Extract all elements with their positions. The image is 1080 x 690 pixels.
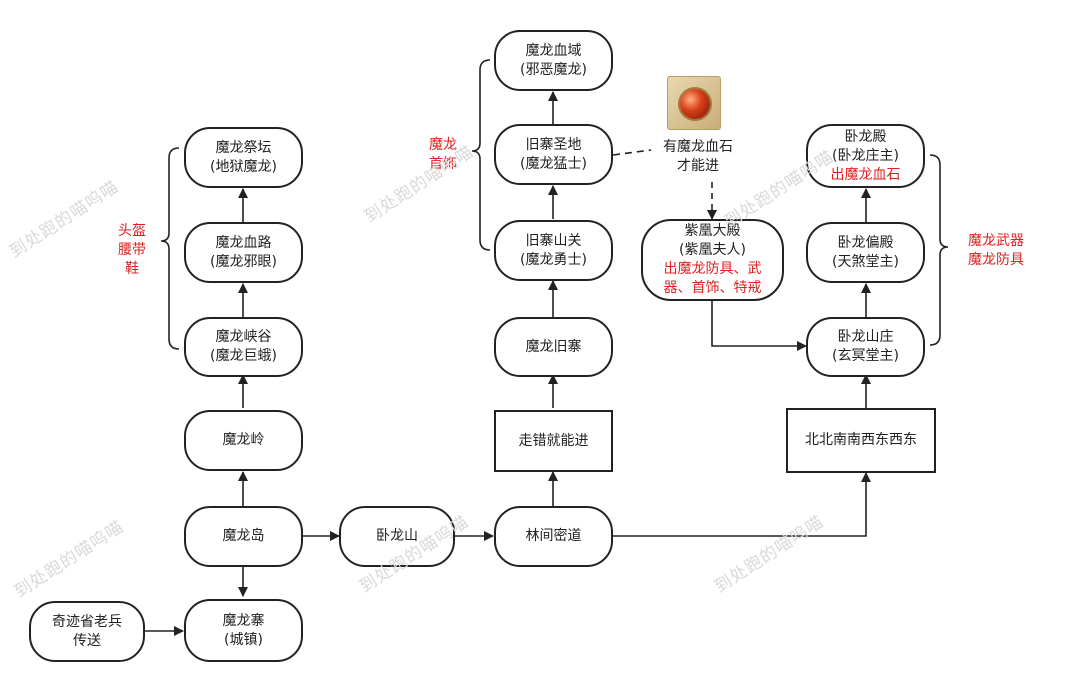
label-line: 鞋	[125, 261, 139, 277]
node-wolongdian: 卧龙殿 (卧龙庄主) 出魔龙血石	[806, 124, 925, 188]
node-molongxueyu: 魔龙血域 (邪恶魔龙)	[494, 30, 613, 91]
label-middle-group: 魔龙 首饰	[421, 136, 465, 174]
node-text: (魔龙邪眼)	[210, 253, 277, 270]
node-text: 奇迹省老兵	[52, 613, 122, 630]
node-text: 魔龙寨	[222, 612, 265, 629]
node-molongjitan: 魔龙祭坛 (地狱魔龙)	[184, 127, 303, 188]
brace-middle	[471, 59, 491, 251]
node-molongjiuzhai: 魔龙旧寨	[494, 317, 613, 377]
node-text: (地狱魔龙)	[210, 158, 277, 175]
label-line: 头盔	[118, 223, 146, 239]
node-text: (卧龙庄主)	[832, 147, 899, 164]
node-linjianmidao: 林间密道	[494, 506, 613, 567]
node-drop-text: 出魔龙防具、武	[663, 261, 762, 277]
node-text: (魔龙勇士)	[520, 251, 587, 268]
node-qiji-veteran: 奇迹省老兵 传送	[29, 601, 145, 662]
node-text: 卧龙山	[376, 528, 418, 544]
dragon-blood-stone-icon	[667, 76, 721, 130]
node-text: 传送	[73, 632, 101, 649]
label-line: 腰带	[118, 242, 146, 258]
node-text: 卧龙殿	[844, 128, 887, 145]
node-molongzhai: 魔龙寨 (城镇)	[184, 599, 303, 662]
node-text: (魔龙猛士)	[520, 155, 587, 172]
node-text: 卧龙偏殿	[837, 234, 894, 251]
node-beibei: 北北南南西东西东	[786, 408, 936, 473]
node-text: (紫凰夫人)	[679, 242, 746, 258]
node-molongdao: 魔龙岛	[184, 506, 303, 567]
node-text: 走错就能进	[518, 432, 589, 449]
node-text: (城镇)	[224, 631, 263, 648]
node-text: 魔龙祭坛	[215, 139, 272, 156]
label-line: 魔龙防具	[968, 252, 1024, 268]
node-jiuzhaishanguan: 旧寨山关 (魔龙勇士)	[494, 220, 613, 281]
node-text: 魔龙岛	[222, 528, 265, 544]
node-text: 旧寨山关	[525, 232, 582, 249]
node-text: 魔龙岭	[222, 432, 265, 448]
node-wolongshan: 卧龙山	[339, 506, 455, 567]
node-wolongshanzhuang: 卧龙山庄 (玄冥堂主)	[806, 317, 925, 377]
gem-shape	[680, 89, 710, 119]
node-molongling: 魔龙岭	[184, 410, 303, 471]
node-text: 卧龙山庄	[837, 329, 894, 345]
node-text: 魔龙旧寨	[525, 338, 582, 355]
node-wolongpiandian: 卧龙偏殿 (天煞堂主)	[806, 222, 925, 283]
label-line: 魔龙武器	[968, 233, 1024, 249]
node-molongxiagu: 魔龙峡谷 (魔龙巨蛾)	[184, 317, 303, 377]
node-drop-text: 器、首饰、特戒	[663, 280, 762, 296]
node-drop-text: 出魔龙血石	[830, 166, 901, 183]
node-text: 魔龙血路	[215, 234, 272, 251]
node-text: (邪恶魔龙)	[520, 61, 587, 78]
node-text: (玄冥堂主)	[832, 348, 899, 364]
node-zihuangdadian: 紫凰大殿 (紫凰夫人) 出魔龙防具、武 器、首饰、特戒	[641, 219, 784, 301]
arrow-linjian-to-beibei	[613, 472, 871, 537]
note-line: 有魔龙血石	[663, 139, 733, 155]
node-zoucuo: 走错就能进	[494, 410, 613, 472]
label-line: 首饰	[429, 156, 457, 172]
node-text: 旧寨圣地	[525, 136, 582, 153]
node-molongxuelu: 魔龙血路 (魔龙邪眼)	[184, 222, 303, 283]
node-text: 林间密道	[525, 528, 582, 544]
node-text: (天煞堂主)	[832, 253, 899, 270]
node-text: (魔龙巨蛾)	[210, 348, 277, 364]
label-left-group: 头盔 腰带 鞋	[110, 222, 154, 279]
brace-right	[929, 154, 949, 346]
brace-left	[160, 147, 180, 350]
node-text: 魔龙血域	[525, 42, 582, 59]
node-text: 北北南南西东西东	[805, 432, 917, 448]
arrow-zihuang-to-shanzhuang	[711, 301, 807, 351]
note-line: 才能进	[677, 158, 719, 174]
dashed-shengdi-to-note	[612, 149, 652, 156]
node-text: 紫凰大殿	[684, 223, 741, 239]
requirement-note: 有魔龙血石 才能进	[648, 138, 748, 176]
node-jiuzhaishengdi: 旧寨圣地 (魔龙猛士)	[494, 124, 613, 185]
label-line: 魔龙	[429, 137, 457, 153]
node-text: 魔龙峡谷	[215, 329, 272, 345]
label-right-group: 魔龙武器 魔龙防具	[956, 232, 1036, 270]
